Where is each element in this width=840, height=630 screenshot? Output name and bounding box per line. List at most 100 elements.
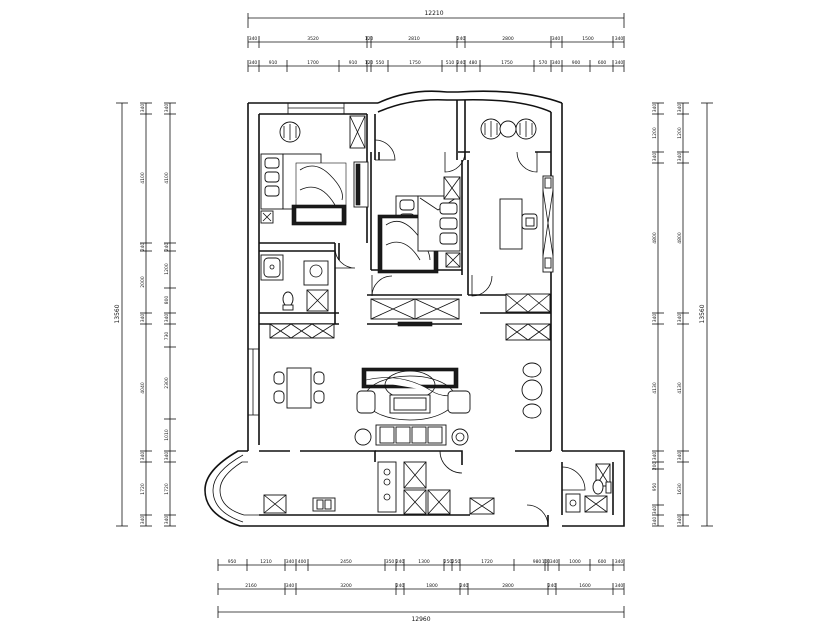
top-row1-dim: 2810 [408, 36, 420, 42]
top-row2-dim: 340 [615, 60, 624, 66]
windows [247, 102, 345, 416]
bottom-row2-dim: 2160 [245, 583, 257, 589]
left-inner-dim: 800 [164, 296, 170, 305]
bottom-total-dimension: 12960 [411, 616, 430, 623]
left-outer-dim: 240 [140, 243, 146, 252]
bottom-row1-dim: 350 [386, 559, 395, 565]
left-outer-dim: 340 [140, 104, 146, 113]
top-row1-dim: 340 [615, 36, 624, 42]
bedroom-2 [377, 176, 461, 274]
right-inner-dim: 1200 [652, 127, 658, 139]
left-outer-dim: 4040 [140, 382, 146, 394]
dining-area [273, 367, 325, 409]
top-total-dimension: 12210 [424, 10, 443, 17]
top-row2-dim: 120 [365, 60, 374, 66]
right-inner-dim: 340 [652, 452, 658, 461]
left-inner-dim: 730 [164, 332, 170, 341]
top-row1-ticks [247, 36, 625, 48]
bottom-row1-dim: 340 [550, 559, 559, 565]
right-outer-dim: 340 [677, 452, 683, 461]
top-row2-dim: 1750 [501, 60, 513, 66]
left-inner-dim: 4100 [164, 172, 170, 184]
right-outer-dim: 340 [677, 516, 683, 525]
top-row2-dim: 910 [349, 60, 358, 66]
right-outer-ticks [677, 102, 689, 527]
bottom-row2-dim: 340 [615, 583, 624, 589]
bottom-row1-dim: 950 [228, 559, 237, 565]
left-inner-dim: 1200 [164, 263, 170, 275]
top-row2-dim: 550 [376, 60, 385, 66]
right-inner-dim: 340 [652, 314, 658, 323]
bottom-row2-dim: 1800 [426, 583, 438, 589]
living-area [354, 362, 543, 446]
left-inner-dim: 340 [164, 452, 170, 461]
top-row2-dim: 1700 [307, 60, 319, 66]
top-row2-dim: 910 [269, 60, 278, 66]
right-inner-dim: 340 [652, 104, 658, 113]
top-row2-dim: 570 [539, 60, 548, 66]
bottom-row1-dim: 340 [615, 559, 624, 565]
bottom-row2-dim: 240 [396, 583, 405, 589]
top-row2-dim: 480 [469, 60, 478, 66]
bottom-row1-ticks [217, 559, 625, 571]
bottom-row1-dim: 1210 [260, 559, 272, 565]
left-inner-dim: 1720 [164, 483, 170, 495]
left-total-dimension: 13560 [114, 304, 121, 323]
right-outer-dim: 4800 [677, 232, 683, 244]
right-outer-dim: 1200 [677, 127, 683, 139]
left-outer-dim: 2000 [140, 276, 146, 288]
right-outer-dim: 340 [677, 314, 683, 323]
left-inner-dim: 340 [164, 314, 170, 323]
right-inner-dim: 950 [652, 483, 658, 492]
left-outer-dim: 340 [140, 452, 146, 461]
bottom-row2-dim: 240 [460, 583, 469, 589]
left-outer-dim: 1720 [140, 483, 146, 495]
right-outer-dim: 1630 [677, 483, 683, 495]
left-inner-dim: 240 [164, 243, 170, 252]
top-row2-dim: 240 [457, 60, 466, 66]
right-inner-dim: 340 [652, 506, 658, 515]
right-inner-dim: 340 [652, 153, 658, 162]
wardrobes [269, 293, 551, 341]
top-row1-dim: 340 [552, 36, 561, 42]
left-outer-dim: 4100 [140, 172, 146, 184]
right-inner-dim: 4800 [652, 232, 658, 244]
bottom-row1-dim: 600 [598, 559, 607, 565]
right-inner-dim: 200 [652, 462, 658, 471]
top-row2-dim: 900 [572, 60, 581, 66]
right-outer-dim: 340 [677, 153, 683, 162]
left-outer-dim: 340 [140, 314, 146, 323]
top-row2-dim: 340 [249, 60, 258, 66]
left-inner-ticks [164, 102, 176, 527]
bottom-row1-dim: 2450 [340, 559, 352, 565]
top-dimensions: 12210 340 3520 120 2810 240 2800 340 150… [247, 10, 625, 72]
left-inner-dim: 340 [164, 516, 170, 525]
left-inner-dim: 340 [164, 104, 170, 113]
bottom-row1-dim: 240 [396, 559, 405, 565]
left-outer-ticks [140, 102, 152, 527]
left-dimensions: 13560 340 4100 240 2000 340 4040 340 172… [114, 102, 176, 527]
right-dimensions: 340 1200 340 4800 340 4130 340 200 950 3… [652, 102, 713, 527]
left-outer-dim: 340 [140, 516, 146, 525]
bottom-row1-dim: 340 [286, 559, 295, 565]
top-row1-dim: 120 [365, 36, 374, 42]
bottom-dimensions: 950 1210 340 400 2450 350 240 1300 250 2… [217, 559, 625, 623]
bottom-row2-dim: 240 [548, 583, 557, 589]
right-total-dimension: 13560 [699, 304, 706, 323]
bottom-row2-ticks [217, 583, 625, 595]
bottom-row2-dim: 340 [286, 583, 295, 589]
left-inner-dim: 2300 [164, 377, 170, 389]
bottom-row1-dim: 100 [542, 559, 551, 565]
bedroom-1 [260, 115, 369, 226]
bottom-row1-dim: 250 [444, 559, 453, 565]
right-outer-dim: 340 [677, 104, 683, 113]
bottom-row2-dim: 1600 [579, 583, 591, 589]
left-inner-dim: 1010 [164, 429, 170, 441]
top-row1-dim: 2800 [502, 36, 514, 42]
interior-walls [259, 100, 563, 515]
right-inner-ticks [652, 102, 664, 527]
top-row1-dim: 1500 [582, 36, 594, 42]
bottom-row1-dim: 400 [298, 559, 307, 565]
bottom-row1-dim: 980 [533, 559, 542, 565]
